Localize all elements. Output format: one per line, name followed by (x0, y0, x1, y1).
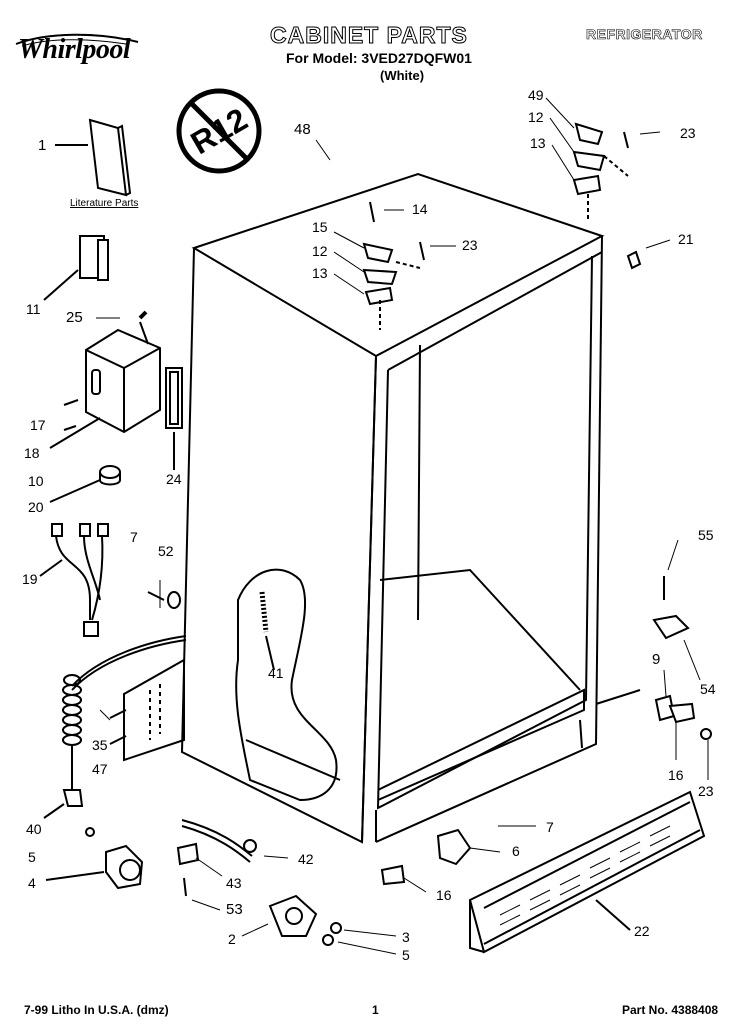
callout-15: 15 (312, 219, 328, 235)
callout-21: 21 (678, 231, 694, 247)
literature-booklet-icon (55, 118, 132, 197)
callout-52: 52 (158, 543, 174, 559)
part-11-block-icon (43, 235, 109, 301)
callout-40: 40 (26, 821, 42, 837)
mounting-bracket-icon (109, 658, 185, 762)
brand-name: Whirlpool (18, 34, 131, 65)
callout-16: 16 (668, 767, 684, 783)
literature-parts-label: Literature Parts (70, 198, 139, 209)
callout-18: 18 (24, 445, 40, 461)
logo-swoosh-icon (15, 33, 139, 47)
callout-22: 22 (634, 923, 650, 939)
page-title: CABINET PARTS (270, 22, 468, 49)
callout-47: 47 (92, 761, 108, 777)
callout-11: 11 (26, 301, 41, 317)
callout-12b: 12 (312, 243, 328, 259)
callout-55: 55 (698, 527, 714, 543)
callout-41: 41 (268, 665, 284, 681)
callout-23: 23 (680, 125, 696, 141)
callout-42: 42 (298, 851, 314, 867)
callout-25: 25 (66, 309, 83, 326)
model-number: For Model: 3VED27DQFW01 (286, 50, 472, 66)
callout-2: 2 (228, 931, 236, 947)
control-box-icon (49, 310, 183, 503)
callout-10: 10 (28, 473, 44, 489)
no-r12-badge: R12 (174, 86, 264, 176)
callout-5: 5 (28, 849, 36, 865)
callout-23b: 23 (462, 237, 478, 253)
callout-49: 49 (528, 87, 544, 103)
wire-harness-icon (39, 523, 109, 637)
footer-print-info: 7-99 Litho In U.S.A. (dmz) (24, 1003, 169, 1017)
callout-43: 43 (226, 875, 242, 891)
power-cord-icon (43, 635, 187, 819)
callout-13b: 13 (312, 265, 328, 281)
callout-48: 48 (294, 121, 311, 138)
callout-53: 53 (226, 901, 243, 918)
model-color: (White) (380, 68, 425, 83)
callout-24: 24 (166, 471, 182, 487)
callout-6: 6 (512, 843, 520, 859)
lower-hardware-icon (45, 790, 706, 954)
callout-5b: 5 (402, 947, 410, 963)
whirlpool-logo: Whirlpool (8, 32, 148, 72)
callout-23c: 23 (698, 783, 714, 799)
callout-9: 9 (652, 651, 661, 668)
callout-7b: 7 (546, 819, 554, 835)
callout-19: 19 (22, 571, 38, 587)
callout-13: 13 (530, 135, 546, 151)
callout-17: 17 (30, 417, 46, 433)
callout-16b: 16 (436, 887, 452, 903)
callout-3: 3 (402, 929, 410, 945)
footer-part-number: Part No. 4388408 (622, 1003, 719, 1017)
footer-page-number: 1 (372, 1003, 379, 1017)
product-category: REFRIGERATOR (586, 26, 703, 43)
callout-leaders (96, 97, 709, 955)
callout-1: 1 (38, 137, 47, 154)
callout-20: 20 (28, 499, 44, 515)
cabinet-shell-icon (147, 122, 712, 844)
callout-12: 12 (528, 109, 544, 125)
callout-35: 35 (92, 737, 108, 753)
callout-7: 7 (130, 529, 138, 545)
callout-14: 14 (412, 201, 428, 217)
callout-4: 4 (28, 875, 36, 891)
callout-54: 54 (700, 681, 716, 697)
